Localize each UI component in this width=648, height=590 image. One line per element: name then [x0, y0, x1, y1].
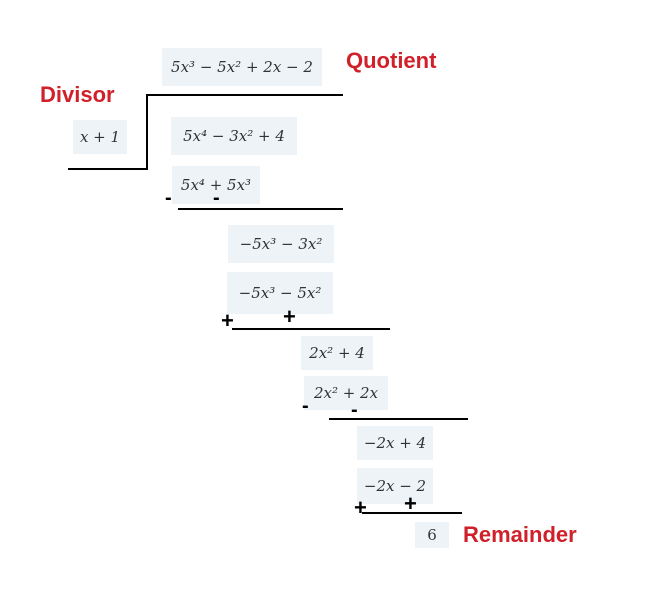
- plus-sign: +: [404, 491, 417, 516]
- remainder-value: 6: [415, 522, 449, 548]
- divisor-underline: [68, 168, 148, 170]
- division-bar: [147, 94, 343, 96]
- minus-sign: -: [302, 395, 309, 417]
- subtraction-line: [362, 512, 462, 514]
- quotient-expression: 5x³ − 5x² + 2x − 2: [162, 48, 322, 86]
- minus-sign: -: [165, 187, 172, 209]
- plus-sign: +: [283, 304, 296, 329]
- step3-subtrahend: 2x² + 2x: [304, 376, 388, 410]
- step4-subtrahend: −2x − 2: [357, 468, 433, 504]
- minus-sign: -: [213, 187, 220, 209]
- step3-result: −2x + 4: [357, 426, 433, 460]
- step1-subtrahend: 5x⁴ + 5x³: [172, 166, 260, 204]
- step1-result: −5x³ − 3x²: [228, 225, 334, 263]
- step2-subtrahend: −5x³ − 5x²: [227, 272, 333, 314]
- divisor-expression: x + 1: [73, 120, 127, 154]
- subtraction-line: [329, 418, 468, 420]
- division-bracket: [146, 94, 148, 170]
- plus-sign: +: [354, 495, 367, 520]
- remainder-label: Remainder: [463, 522, 577, 547]
- dividend-expression: 5x⁴ − 3x² + 4: [171, 117, 297, 155]
- minus-sign: -: [351, 399, 358, 421]
- quotient-label: Quotient: [346, 48, 437, 73]
- subtraction-line: [178, 208, 343, 210]
- plus-sign: +: [221, 308, 234, 333]
- step2-result: 2x² + 4: [301, 336, 373, 370]
- subtraction-line: [232, 328, 390, 330]
- divisor-label: Divisor: [40, 82, 115, 107]
